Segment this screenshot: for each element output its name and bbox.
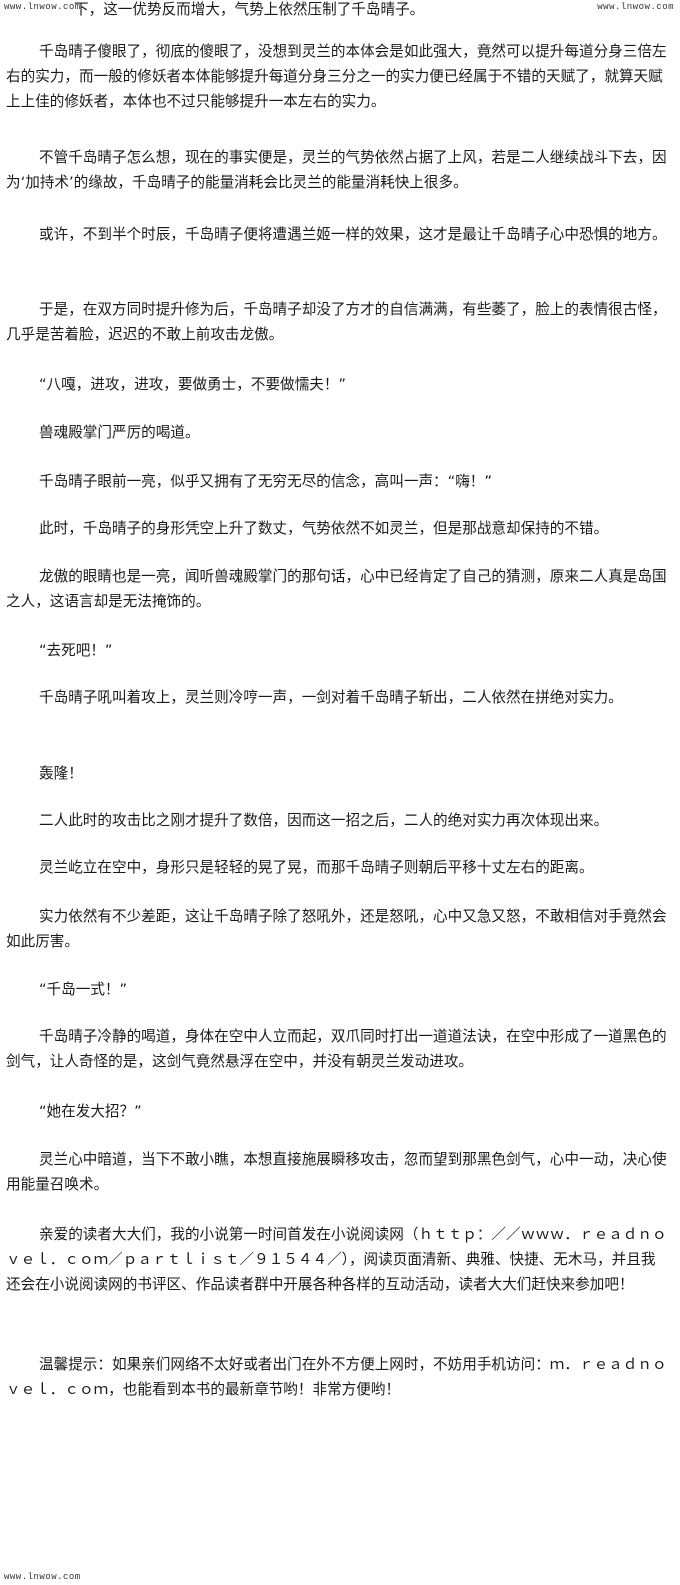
paragraph-14: 二人此时的攻击比之刚才提升了数倍，因而这一招之后，二人的绝对实力再次体现出来。 (39, 812, 609, 829)
paragraph-12: 千岛晴子吼叫着攻上，灵兰则冷哼一声，一剑对着千岛晴子斩出，二人依然在拼绝对实力。 (39, 689, 623, 706)
paragraph-2: 千岛晴子傻眼了，彻底的傻眼了，没想到灵兰的本体会是如此强大，竟然可以提升每道分身… (6, 43, 667, 110)
paragraph-3: 不管千岛晴子怎么想，现在的事实便是，灵兰的气势依然占据了上风，若是二人继续战斗下… (6, 149, 667, 191)
paragraph-7: 兽魂殿掌门严厉的喝道。 (39, 424, 200, 441)
paragraph-17: “千岛一式！” (39, 981, 128, 998)
paragraph-21: 亲爱的读者大大们，我的小说第一时间首发在小说阅读网（ｈｔｔｐ：／／ｗｗｗ．ｒｅａ… (6, 1226, 667, 1293)
paragraph-11: “去死吧！” (39, 642, 113, 659)
paragraph-5: 于是，在双方同时提升修为后，千岛晴子却没了方才的自信满满，有些萎了，脸上的表情很… (6, 301, 667, 343)
paragraph-1: 下，这一优势反而增大，气势上依然压制了千岛晴子。 (74, 1, 425, 18)
watermark-top-right: www.lnwow.com (597, 2, 674, 12)
paragraph-19: “她在发大招？” (39, 1103, 142, 1120)
paragraph-20: 灵兰心中暗道，当下不敢小瞧，本想直接施展瞬移攻击，忽而望到那黑色剑气，心中一动，… (6, 1151, 667, 1193)
paragraph-9: 此时，千岛晴子的身形凭空上升了数丈，气势依然不如灵兰，但是那战意却保持的不错。 (39, 520, 609, 537)
paragraph-15: 灵兰屹立在空中，身形只是轻轻的晃了晃，而那千岛晴子则朝后平移十丈左右的距离。 (39, 859, 594, 876)
paragraph-8: 千岛晴子眼前一亮，似乎又拥有了无穷无尽的信念，高叫一声：“嗨！” (39, 473, 492, 490)
watermark-top-left: www.lnwow.com (4, 2, 81, 12)
paragraph-6: “八嘎，进攻，进攻，要做勇士，不要做懦夫！” (39, 376, 346, 393)
watermark-bottom-left: www.lnwow.com (4, 1572, 81, 1582)
paragraph-13: 轰隆！ (39, 765, 83, 782)
paragraph-16: 实力依然有不少差距，这让千岛晴子除了怒吼外，还是怒吼，心中又急又怒，不敢相信对手… (6, 908, 667, 950)
paragraph-18: 千岛晴子冷静的喝道，身体在空中人立而起，双爪同时打出一道道法诀，在空中形成了一道… (6, 1028, 667, 1070)
paragraph-22: 温馨提示：如果亲们网络不太好或者出门在外不方便上网时，不妨用手机访问：ｍ．ｒｅａ… (6, 1356, 667, 1398)
paragraph-4: 或许，不到半个时辰，千岛晴子便将遭遇兰姬一样的效果，这才是最让千岛晴子心中恐惧的… (39, 226, 667, 243)
paragraph-10: 龙傲的眼睛也是一亮，闻听兽魂殿掌门的那句话，心中已经肯定了自己的猜测，原来二人真… (6, 568, 667, 610)
